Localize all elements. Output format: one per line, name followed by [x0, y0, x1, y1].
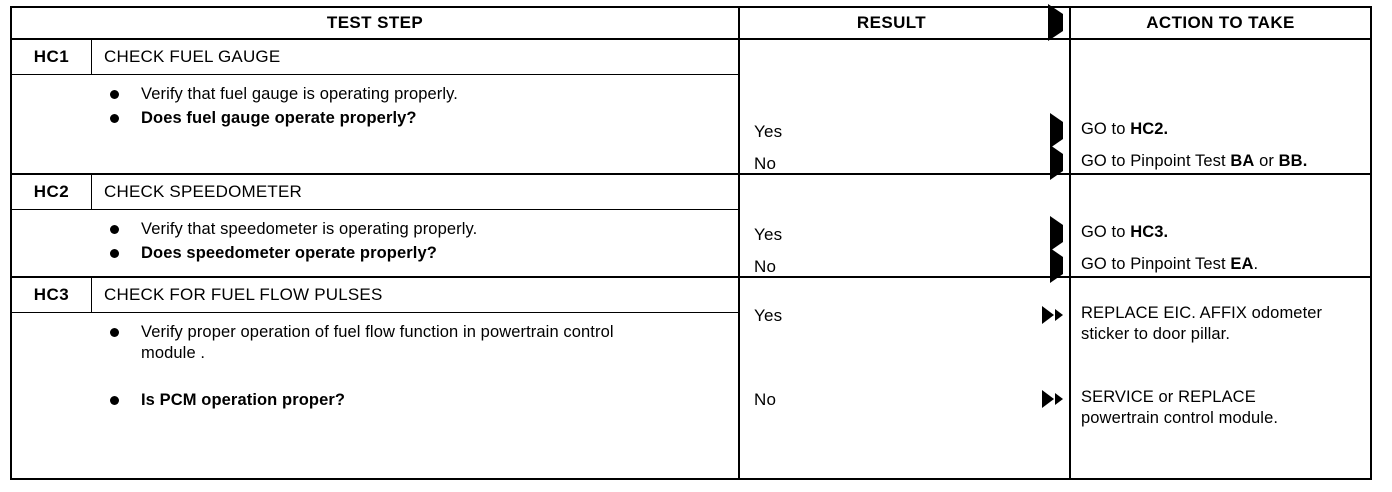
- action-plain: GO to: [1081, 223, 1131, 241]
- action-cell-hc1: GO to HC2. GO to Pinpoint Test BA or BB.: [1071, 40, 1370, 173]
- bullet-item: Verify proper operation of fuel flow fun…: [110, 322, 738, 364]
- action-text-no: GO to Pinpoint Test BA or BB.: [1081, 151, 1362, 172]
- action-text-yes: GO to HC2.: [1081, 119, 1362, 140]
- bullet-text: Is PCM operation proper?: [141, 391, 346, 409]
- action-bold: BA: [1230, 152, 1255, 170]
- header-label-test-step: TEST STEP: [326, 13, 424, 32]
- result-label-no: No: [754, 154, 777, 173]
- bullet-item: Does speedometer operate properly?: [110, 243, 738, 264]
- bullet-dot-icon: [110, 396, 119, 405]
- bullet-text: Does fuel gauge operate properly?: [141, 109, 417, 127]
- test-step-cell-hc3: HC3 CHECK FOR FUEL FLOW PULSES Verify pr…: [12, 278, 740, 478]
- bullet-text: Does speedometer operate properly?: [141, 244, 437, 262]
- action-text-yes: GO to HC3.: [1081, 222, 1362, 243]
- step-code-hc2: HC2: [12, 175, 92, 209]
- test-step-cell-hc2: HC2 CHECK SPEEDOMETER Verify that speedo…: [12, 175, 740, 276]
- header-cell-result: RESULT: [740, 4, 1071, 41]
- step-head-hc3: HC3 CHECK FOR FUEL FLOW PULSES: [12, 278, 738, 313]
- section-hc3: HC3 CHECK FOR FUEL FLOW PULSES Verify pr…: [12, 278, 1370, 478]
- result-label-no: No: [754, 390, 777, 409]
- bullet-dot-icon: [110, 225, 119, 234]
- section-hc2: HC2 CHECK SPEEDOMETER Verify that speedo…: [12, 175, 1370, 283]
- diagnostic-table: TEST STEP RESULT ACTION TO TAKE HC1 CHEC…: [10, 4, 1372, 480]
- right-triangle-icon: [1048, 4, 1063, 41]
- action-plain: GO to Pinpoint Test: [1081, 255, 1231, 273]
- bullet-item: Is PCM operation proper?: [110, 390, 738, 411]
- result-cell-hc1: Yes No: [740, 40, 1071, 180]
- bullet-text: Verify that speedometer is operating pro…: [141, 220, 478, 238]
- action-bold: EA: [1230, 255, 1254, 273]
- action-text-no: SERVICE or REPLACE powertrain control mo…: [1081, 388, 1279, 427]
- action-bold: HC3.: [1130, 223, 1169, 241]
- action-text-yes: REPLACE EIC. AFFIX odometer sticker to d…: [1081, 304, 1323, 343]
- bullet-text: Verify that fuel gauge is operating prop…: [141, 85, 458, 103]
- step-code-hc1: HC1: [12, 40, 92, 74]
- result-cell-hc3: Yes No: [740, 278, 1071, 478]
- bullet-dot-icon: [110, 90, 119, 99]
- action-cell-hc3: REPLACE EIC. AFFIX odometer sticker to d…: [1071, 278, 1370, 478]
- bullet-item: Verify that speedometer is operating pro…: [110, 219, 738, 240]
- bullet-item: Verify that fuel gauge is operating prop…: [110, 84, 738, 105]
- action-plain: or: [1254, 152, 1279, 170]
- section-hc1: HC1 CHECK FUEL GAUGE Verify that fuel ga…: [12, 40, 1370, 180]
- table-header-row: TEST STEP RESULT ACTION TO TAKE: [12, 4, 1370, 41]
- action-bold: HC2.: [1130, 120, 1169, 138]
- step-code-hc3: HC3: [12, 278, 92, 312]
- bullet-dot-icon: [110, 328, 119, 337]
- header-cell-test-step: TEST STEP: [12, 8, 740, 38]
- step-bullets-hc1: Verify that fuel gauge is operating prop…: [12, 75, 738, 173]
- header-label-action: ACTION TO TAKE: [1146, 13, 1295, 32]
- step-head-hc2: HC2 CHECK SPEEDOMETER: [12, 175, 738, 210]
- right-triangle-icon: [1050, 113, 1063, 148]
- step-title-hc2: CHECK SPEEDOMETER: [104, 182, 302, 201]
- step-bullets-hc2: Verify that speedometer is operating pro…: [12, 210, 738, 276]
- result-label-yes: Yes: [754, 306, 783, 325]
- result-label-yes: Yes: [754, 225, 783, 244]
- result-label-yes: Yes: [754, 122, 783, 141]
- action-plain: GO to Pinpoint Test: [1081, 152, 1231, 170]
- step-title-hc1: CHECK FUEL GAUGE: [104, 47, 281, 66]
- test-step-cell-hc1: HC1 CHECK FUEL GAUGE Verify that fuel ga…: [12, 40, 740, 173]
- header-label-result: RESULT: [856, 13, 927, 32]
- result-label-no: No: [754, 257, 777, 276]
- action-bold: BB.: [1278, 152, 1308, 170]
- action-plain: GO to: [1081, 120, 1131, 138]
- right-triangle-icon: [1050, 248, 1063, 283]
- step-bullets-hc3: Verify proper operation of fuel flow fun…: [12, 313, 738, 478]
- action-plain: .: [1253, 255, 1259, 273]
- right-triangle-icon: [1050, 145, 1063, 180]
- result-cell-hc2: Yes No: [740, 175, 1071, 283]
- step-head-hc1: HC1 CHECK FUEL GAUGE: [12, 40, 738, 75]
- bullet-dot-icon: [110, 114, 119, 123]
- header-cell-action: ACTION TO TAKE: [1071, 8, 1370, 38]
- bullet-dot-icon: [110, 249, 119, 258]
- right-triangle-icon: [1050, 216, 1063, 251]
- bullet-text: Verify proper operation of fuel flow fun…: [141, 323, 614, 362]
- action-text-no: GO to Pinpoint Test EA.: [1081, 254, 1362, 275]
- double-right-triangle-icon: [1042, 390, 1063, 408]
- bullet-item: Does fuel gauge operate properly?: [110, 108, 738, 129]
- double-right-triangle-icon: [1042, 306, 1063, 324]
- step-title-hc3: CHECK FOR FUEL FLOW PULSES: [104, 285, 383, 304]
- action-cell-hc2: GO to HC3. GO to Pinpoint Test EA.: [1071, 175, 1370, 276]
